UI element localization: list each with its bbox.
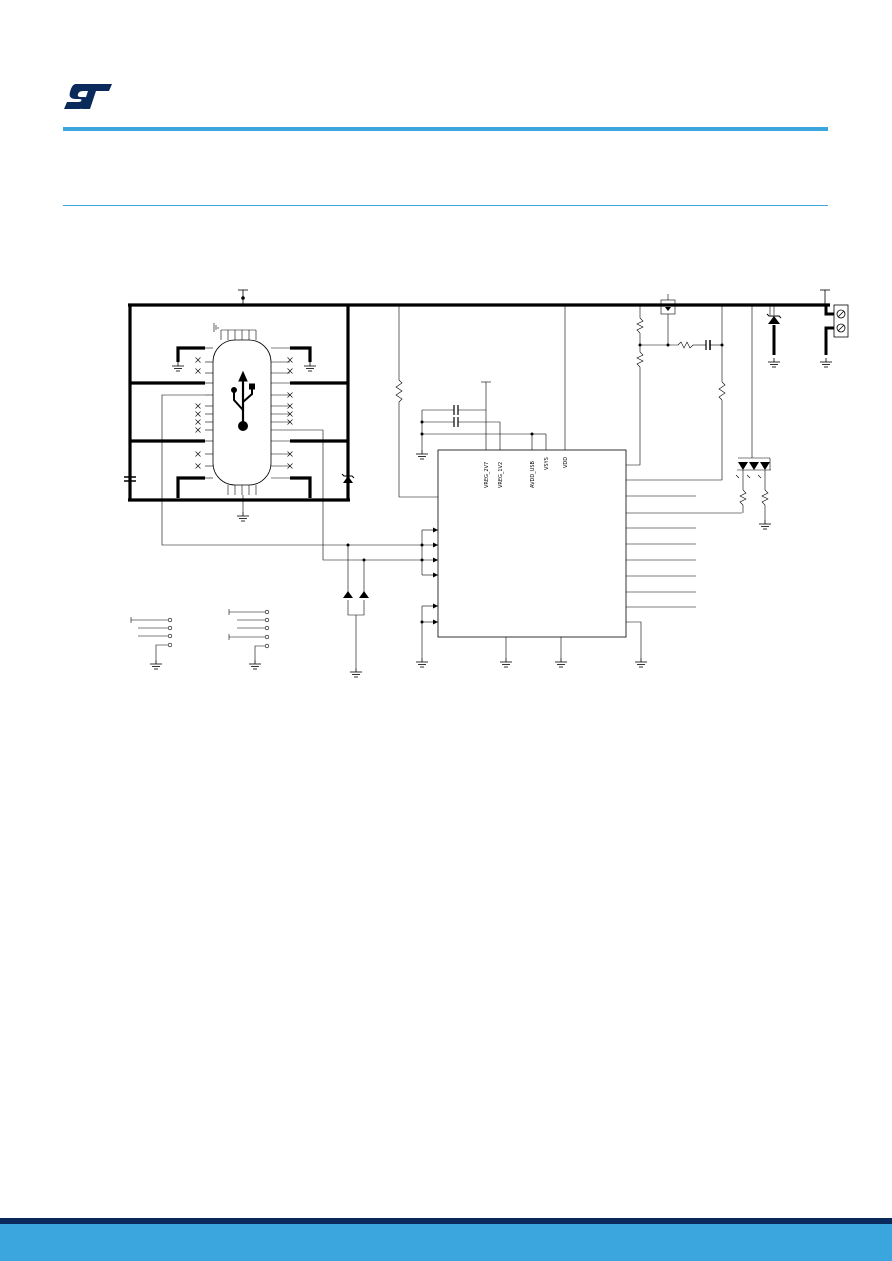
ground-icon	[171, 361, 185, 372]
ground-icon	[499, 657, 513, 668]
ground-icon	[634, 657, 648, 668]
ground-icon	[819, 357, 833, 368]
footer-band	[0, 1224, 892, 1261]
mcu-ic	[437, 449, 627, 638]
ground-icon	[554, 657, 568, 668]
power-bus	[128, 303, 830, 502]
screw-terminal-icon	[820, 289, 849, 355]
pin-label: VREG_2V7	[484, 462, 490, 488]
ground-icon	[415, 657, 429, 668]
ground-icon	[349, 667, 363, 678]
ground-icon	[758, 519, 772, 530]
ground-icon	[303, 361, 317, 372]
section-rule	[63, 205, 828, 206]
pin-label: VDD	[563, 457, 569, 468]
pin-label: VSYS	[544, 457, 550, 470]
pin-label: VREG_1V2	[498, 462, 504, 488]
header-rule	[63, 127, 828, 131]
usb-trident-icon	[231, 370, 255, 431]
led-icon	[738, 305, 771, 470]
circuit-schematic: VREG_2V7 VREG_1V2 AVDD_USB VSYS VDD	[124, 289, 849, 678]
footer-rule	[0, 1218, 892, 1224]
pin-label: AVDD_USB	[530, 460, 536, 488]
zener-diode-icon	[341, 473, 355, 483]
ground-icon	[248, 659, 262, 670]
ground-icon	[236, 511, 250, 522]
ground-icon	[415, 449, 429, 460]
st-logo-icon	[64, 84, 112, 109]
ground-icon	[767, 357, 781, 368]
ground-icon	[149, 659, 163, 670]
